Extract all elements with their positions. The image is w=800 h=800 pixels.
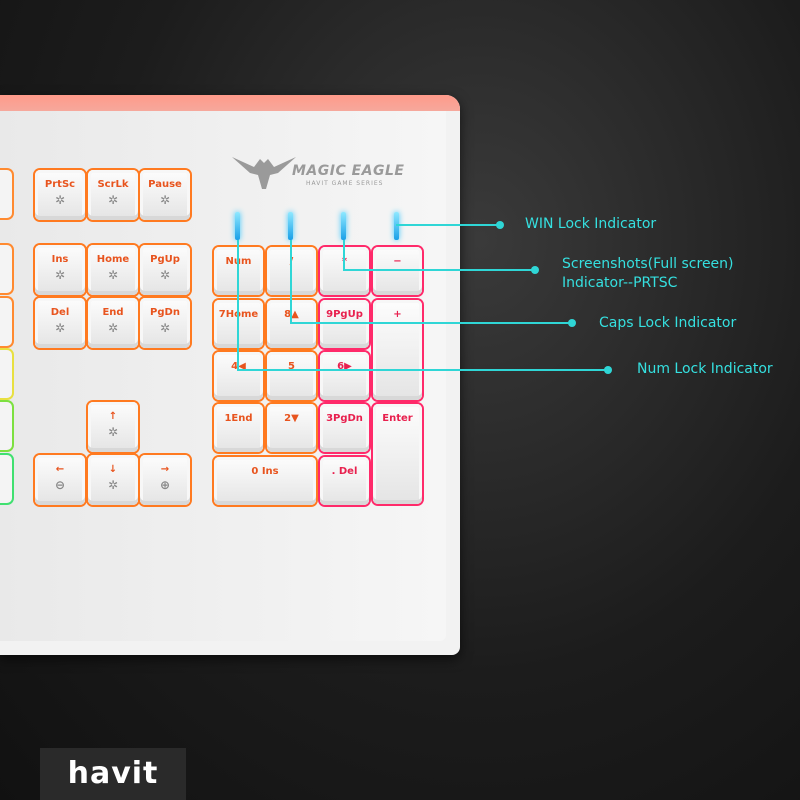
key-label: End — [102, 307, 124, 318]
key-label: Del — [50, 307, 70, 318]
key-icon: ✲ — [54, 321, 66, 335]
key-label: PgUp — [150, 254, 180, 265]
key[interactable]: 9PgUp — [320, 300, 369, 348]
caps-lock-led — [288, 212, 293, 240]
key-label: → — [160, 464, 170, 475]
key-label: ScrLk — [97, 179, 129, 190]
partial-key[interactable] — [0, 170, 12, 218]
partial-key[interactable] — [0, 298, 12, 346]
logo-text: MAGIC EAGLE — [292, 163, 405, 179]
key-label: ↓ — [108, 464, 118, 475]
key[interactable]: Enter — [373, 404, 422, 504]
partial-key[interactable] — [0, 455, 12, 503]
key-label: PgDn — [150, 307, 180, 318]
leader-dot — [496, 221, 504, 229]
key-label: ↑ — [108, 411, 118, 422]
leader-dot — [604, 366, 612, 374]
key-icon: ✲ — [107, 321, 119, 335]
key-icon: ✲ — [107, 193, 119, 207]
logo-subtitle: HAVIT GAME SERIES — [306, 180, 384, 187]
partial-key[interactable] — [0, 350, 12, 398]
keyboard-top-edge — [0, 95, 460, 111]
key[interactable]: PrtSc ✲ — [35, 170, 85, 220]
key[interactable]: ScrLk ✲ — [88, 170, 138, 220]
key-icon: ✲ — [159, 193, 171, 207]
caps-leader-v — [290, 240, 292, 323]
key-label: PrtSc — [44, 179, 76, 190]
key[interactable]: 6▶ — [320, 352, 369, 400]
key[interactable]: 1End — [214, 404, 263, 452]
eagle-logo-icon — [232, 153, 296, 197]
key-icon: ⊖ — [54, 478, 66, 492]
key-icon: ⊕ — [159, 478, 171, 492]
screenshot-leader-v — [343, 240, 345, 270]
screenshot-led — [341, 212, 346, 240]
key[interactable]: PgDn ✲ — [140, 298, 190, 348]
win-lock-leader — [396, 224, 500, 226]
key-label: Enter — [382, 413, 413, 424]
key-icon: ✲ — [107, 478, 119, 492]
key-icon: ✲ — [107, 268, 119, 282]
key[interactable]: ↑✲ — [88, 402, 138, 452]
key[interactable]: 5 — [267, 352, 316, 400]
leader-dot — [568, 319, 576, 327]
key[interactable]: Pause ✲ — [140, 170, 190, 220]
key[interactable]: Del ✲ — [35, 298, 85, 348]
key-label: 6▶ — [337, 361, 352, 372]
key[interactable]: →⊕ — [140, 455, 190, 505]
key[interactable]: 0 Ins — [214, 457, 316, 505]
key-label: 3PgDn — [326, 413, 363, 424]
key-label: − — [393, 256, 402, 267]
key-icon: ✲ — [159, 268, 171, 282]
caps-lock-label: Caps Lock Indicator — [599, 315, 737, 331]
key[interactable]: 3PgDn — [320, 404, 369, 452]
key-label: Home — [96, 254, 130, 265]
key-label: Ins — [51, 254, 69, 265]
key[interactable]: . Del — [320, 457, 369, 505]
key[interactable]: Ins ✲ — [35, 245, 85, 295]
partial-key[interactable] — [0, 402, 12, 450]
key-icon: ✲ — [159, 321, 171, 335]
key-label: 1End — [224, 413, 253, 424]
key-label: 0 Ins — [251, 466, 279, 477]
key-label: + — [393, 309, 402, 320]
key-label: . Del — [331, 466, 358, 477]
screenshot-label-2: Indicator--PRTSC — [562, 275, 678, 291]
key[interactable]: ←⊖ — [35, 455, 85, 505]
key[interactable]: − — [373, 247, 422, 295]
key[interactable]: + — [373, 300, 422, 400]
key-label: ← — [55, 464, 65, 475]
num-lock-label: Num Lock Indicator — [637, 361, 773, 377]
key-icon: ✲ — [54, 193, 66, 207]
key-label: 9PgUp — [326, 309, 363, 320]
key[interactable]: PgUp ✲ — [140, 245, 190, 295]
partial-key[interactable] — [0, 245, 12, 293]
key-label: 2▼ — [284, 413, 299, 424]
key[interactable]: ↓✲ — [88, 455, 138, 505]
win-lock-led — [394, 212, 399, 240]
key-label: 5 — [288, 361, 295, 372]
havit-logo: havit — [40, 748, 186, 800]
key[interactable]: End ✲ — [88, 298, 138, 348]
key[interactable]: Home ✲ — [88, 245, 138, 295]
num-leader-v — [237, 240, 239, 371]
key-icon: ✲ — [54, 268, 66, 282]
key-label: Pause — [148, 179, 182, 190]
win-lock-label: WIN Lock Indicator — [525, 216, 657, 232]
screenshot-label-1: Screenshots(Full screen) — [562, 256, 734, 272]
key-icon: ✲ — [107, 425, 119, 439]
num-lock-led — [235, 212, 240, 240]
num-leader-h — [237, 369, 608, 371]
caps-leader-h — [290, 322, 572, 324]
leader-dot — [531, 266, 539, 274]
screenshot-leader-h — [343, 269, 535, 271]
key[interactable]: 2▼ — [267, 404, 316, 452]
